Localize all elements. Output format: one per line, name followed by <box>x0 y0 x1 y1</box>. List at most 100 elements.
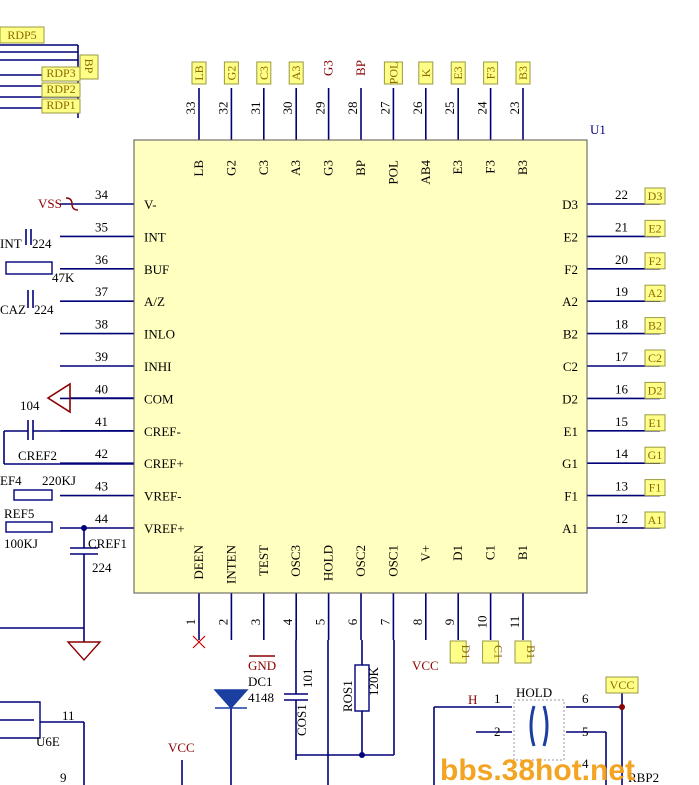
net-label-d3-text: D3 <box>648 189 663 203</box>
com-ground-symbol <box>46 382 71 414</box>
buf-resistor <box>5 261 53 275</box>
net-label-c2: C2 <box>644 349 666 367</box>
net-label-c2-box <box>644 349 666 367</box>
pin-name-vref: VREF+ <box>144 521 185 536</box>
pin-num-4: 4 <box>280 618 295 625</box>
pin-num-6: 6 <box>345 618 360 625</box>
pin-name-d1: D1 <box>450 545 465 561</box>
pin-name-cref: CREF- <box>144 424 181 439</box>
u6e-pin-b: 9 <box>60 770 67 785</box>
buf-res-val: 47K <box>52 270 75 285</box>
pin-name-lb: LB <box>191 160 206 177</box>
pin-name-e3: E3 <box>450 160 465 174</box>
ic-pins: 33LBLB32G2G231C3C330A3A329G3G328BPBP27PO… <box>95 60 666 664</box>
net-label-d2-box <box>644 381 666 399</box>
net-text-a3: A3 <box>289 66 303 81</box>
net-label-e2-text: E2 <box>648 221 661 235</box>
net-g3: G3 <box>321 60 336 76</box>
watermark: bbs.38hot.net <box>440 754 635 785</box>
pin-num-42: 42 <box>95 446 108 461</box>
net-label-a2: A2 <box>644 284 666 302</box>
ref4-ref: EF4 <box>0 473 22 488</box>
pin-num-2: 2 <box>215 619 230 626</box>
pin-num-3: 3 <box>248 619 263 626</box>
net-text-lb: LB <box>192 65 206 80</box>
ic-u1-body <box>133 139 588 594</box>
caz-val: 224 <box>34 302 54 317</box>
hold-pin-2: 2 <box>494 724 501 739</box>
cos1-val: 101 <box>300 669 315 689</box>
pin-num-18: 18 <box>615 317 628 332</box>
vss-symbol <box>65 197 79 211</box>
pin-num-40: 40 <box>95 381 108 396</box>
net-label-b2: B2 <box>644 317 666 335</box>
net-text-c1: C1 <box>492 645 506 659</box>
net-label-top-33-box <box>191 61 207 85</box>
net-label-top-31-box <box>256 61 272 85</box>
rdp-label-1-text: RDP2 <box>46 82 75 96</box>
net-label-a1-box <box>644 511 666 529</box>
rdp5-label-text: RDP5 <box>7 28 36 42</box>
pin-name-bp: BP <box>353 160 368 176</box>
net-label-a2-text: A2 <box>648 286 663 300</box>
dc1-ref: DC1 <box>248 674 273 689</box>
no-connect-pin1 <box>192 635 206 649</box>
pin-name-inten: INTEN <box>223 544 238 584</box>
pin-name-v: V+ <box>418 545 433 562</box>
net-label-d2-text: D2 <box>648 383 663 397</box>
pin-num-11: 11 <box>507 616 522 629</box>
pin-name-a1: A1 <box>562 521 578 536</box>
net-label-bottom-9-box <box>449 640 467 664</box>
pin-name-com: COM <box>144 391 174 406</box>
u6e-gate <box>0 701 41 739</box>
net-label-f2: F2 <box>644 252 666 270</box>
pin-name-osc2: OSC2 <box>353 545 368 577</box>
net-label-top-24 <box>483 61 499 85</box>
net-label-top-25 <box>450 61 466 85</box>
ref5-val: 100KJ <box>4 536 38 551</box>
net-text-c3: C3 <box>257 66 271 80</box>
net-label-f1: F1 <box>644 479 666 497</box>
net-label-top-23 <box>515 61 531 85</box>
junction-vcc-hold <box>619 704 625 710</box>
pin-name-test: TEST <box>256 545 271 576</box>
net-text-b1: B1 <box>524 645 538 659</box>
net-label-top-32 <box>223 61 239 85</box>
net-label-e1: E1 <box>644 414 666 432</box>
rdp-label-2-text: RDP1 <box>46 98 75 112</box>
pin-name-deen: DEEN <box>191 544 206 579</box>
pin-name-g2: G2 <box>223 160 238 176</box>
pin-num-12: 12 <box>615 511 628 526</box>
dc1-val: 4148 <box>248 690 274 705</box>
net-text-k: K <box>419 68 433 77</box>
pin-name-e1: E1 <box>564 424 578 439</box>
rdp5-label: RDP5 <box>0 26 45 44</box>
net-label-top-26 <box>418 61 434 85</box>
net-h-label: H <box>468 692 477 707</box>
pin-num-5: 5 <box>313 619 328 626</box>
ros1-ref: ROS1 <box>340 680 355 712</box>
pin-num-24: 24 <box>475 101 490 115</box>
pin-num-32: 32 <box>215 102 230 115</box>
net-label-a1-text: A1 <box>648 513 663 527</box>
pin-num-29: 29 <box>313 102 328 115</box>
cref1-ref: CREF1 <box>88 536 127 551</box>
net-label-e1-box <box>644 414 666 432</box>
hold-switch-ref: HOLD <box>516 685 552 700</box>
hold-pin-6: 6 <box>582 691 589 706</box>
pin-num-25: 25 <box>442 102 457 115</box>
net-label-g1-box <box>644 446 666 464</box>
net-label-top-33 <box>191 61 207 85</box>
ros1-resistor <box>354 664 370 712</box>
ref5-resistor <box>5 521 53 533</box>
caz-ref: CAZ <box>0 302 26 317</box>
rdp-label-0-text: RDP3 <box>46 66 75 80</box>
net-text-e3: E3 <box>451 66 465 79</box>
pin-name-d2: D2 <box>562 391 578 406</box>
rdp-label-2-box <box>41 98 81 114</box>
net-text-pol: POL <box>386 62 400 85</box>
pin-name-osc1: OSC1 <box>385 545 400 577</box>
hold-pin-4: 4 <box>582 756 589 771</box>
